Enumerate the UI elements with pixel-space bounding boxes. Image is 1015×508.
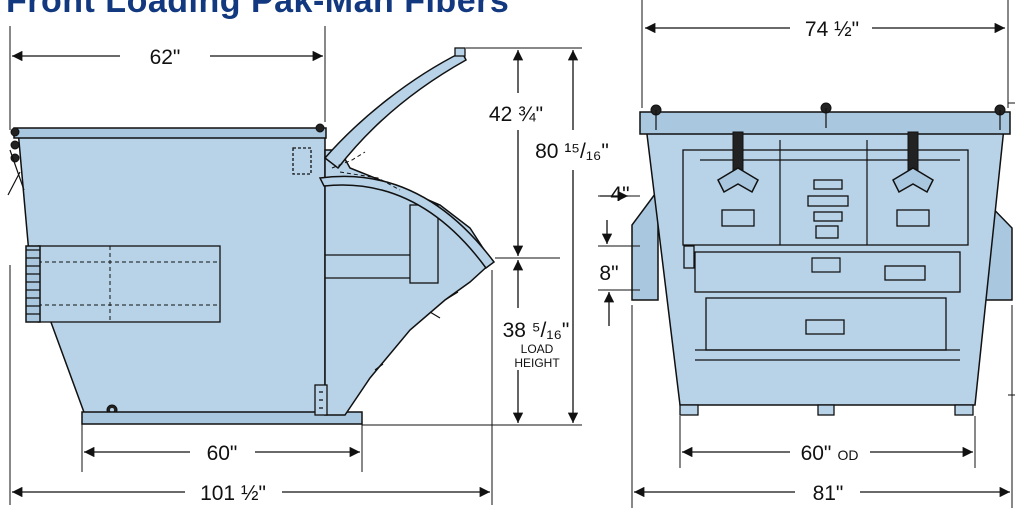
side-view: 62" 42 ¾" 80 ¹⁵/₁₆" 38 ⁵/₁₆" LOAD HEIGHT [7, 26, 609, 505]
side-hinge-knobs [7, 123, 325, 196]
dim-side-overall-height: 80 ¹⁵/₁₆" [362, 47, 609, 426]
dim-side-overall-length-label: 101 ½" [200, 482, 266, 505]
side-base-skid [81, 411, 363, 425]
front-rim-bolts [650, 102, 1006, 130]
dim-front-pocket-height-label: 8" [599, 262, 618, 285]
dim-front-overall-width-label: 81" [813, 482, 844, 505]
side-latch [292, 147, 312, 175]
side-lid-lower [318, 175, 496, 270]
front-lid-spring-right [892, 131, 934, 227]
dim-side-load-label-line1: LOAD [521, 342, 554, 356]
dim-side-base-width-label: 60" [207, 442, 238, 465]
dim-front-base-width-suffix: OD [838, 447, 859, 463]
dim-side-load-height: 38 ⁵/₁₆" LOAD HEIGHT [503, 260, 570, 423]
side-fork-pocket [25, 245, 221, 323]
front-left-pocket [631, 187, 659, 301]
front-view: 74 ½" 4" 8" 60" OD 81" [598, 0, 1015, 508]
dim-side-top-width-label: 62" [150, 46, 181, 69]
dim-side-load-label-line2: HEIGHT [514, 356, 560, 370]
dim-side-top-width: 62" [9, 26, 326, 130]
dim-front-pocket-offset-label: 4" [610, 183, 629, 206]
front-door-label [884, 265, 926, 281]
front-lid-spring-left [717, 131, 759, 227]
side-top-rim [13, 127, 327, 139]
front-top-rim [639, 111, 1011, 135]
front-center-labels [807, 179, 849, 239]
dim-side-lid-rise-label: 42 ¾" [489, 103, 543, 126]
page-title: Front Loading Pak-Man Fibers [6, 0, 510, 20]
dim-side-load-height-label: 38 ⁵/₁₆" [503, 319, 570, 342]
front-feet [679, 404, 974, 416]
dim-side-overall-length: 101 ½" [9, 265, 493, 505]
dim-front-pocket-height: 8" [598, 262, 640, 326]
dim-front-overall-width: 81" [631, 305, 1013, 508]
side-sleeve-panel [409, 204, 439, 284]
front-lower-label [805, 319, 845, 335]
dim-front-base-width: 60" OD [679, 416, 976, 468]
dim-front-top-width-label: 74 ½" [805, 18, 859, 41]
dim-front-top-width: 74 ½" [641, 0, 1009, 108]
dim-front-pocket-offset: 4" [598, 183, 640, 247]
side-lid-handle [454, 47, 466, 57]
front-door-handle [811, 257, 841, 273]
front-left-latch [683, 245, 695, 269]
side-lid [323, 50, 467, 170]
dim-front-base-width-label: 60" [801, 442, 832, 465]
dim-side-overall-height-label: 80 ¹⁵/₁₆" [535, 140, 609, 163]
dim-side-base-width: 60" [81, 424, 363, 472]
